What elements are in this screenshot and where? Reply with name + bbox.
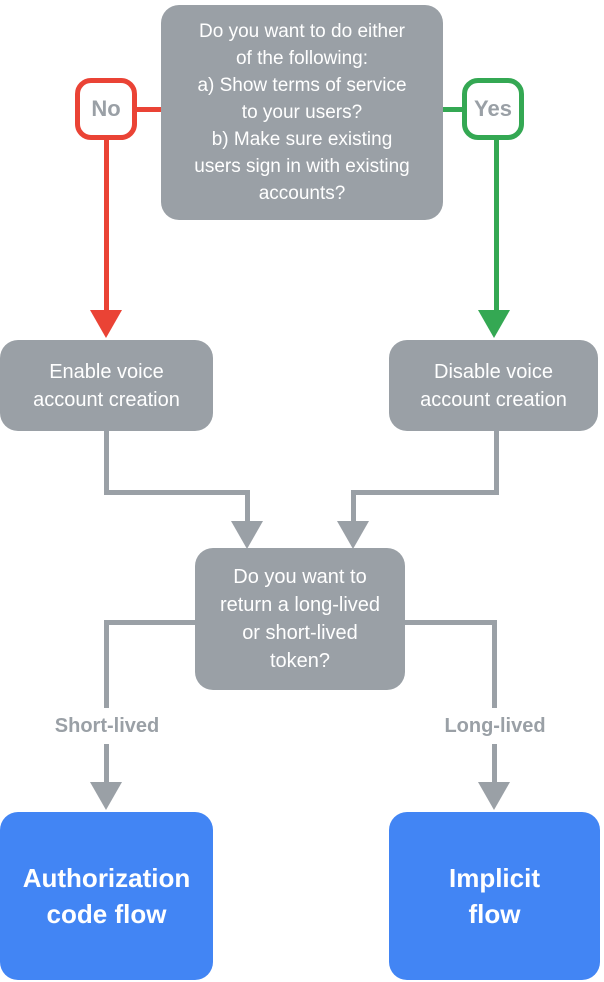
short-branch-vertical bbox=[104, 620, 109, 782]
disable-out-horizontal bbox=[351, 490, 499, 495]
enable-voice-account-node: Enable voice account creation bbox=[0, 340, 213, 431]
yes-connector-vertical bbox=[494, 138, 499, 312]
implicit-flow-node: Implicit flow bbox=[389, 812, 600, 980]
authorization-code-flow-node: Authorization code flow bbox=[0, 812, 213, 980]
enable-out-vertical bbox=[104, 431, 109, 493]
long-lived-label-text: Long-lived bbox=[444, 714, 546, 737]
token-question-node: Do you want to return a long-lived or sh… bbox=[195, 548, 405, 690]
yes-connector-horizontal bbox=[441, 107, 465, 112]
yes-arrowhead-icon bbox=[478, 310, 510, 338]
long-lived-edge-label: Long-lived bbox=[410, 708, 580, 744]
no-connector-horizontal bbox=[135, 107, 163, 112]
enable-in-vertical bbox=[245, 490, 250, 521]
disable-voice-account-text: Disable voice account creation bbox=[420, 360, 567, 411]
answer-no-badge: No bbox=[75, 78, 137, 140]
answer-yes-label: Yes bbox=[474, 96, 512, 121]
start-question-node: Do you want to do either of the followin… bbox=[161, 5, 443, 220]
answer-no-label: No bbox=[91, 96, 121, 121]
authorization-code-flow-text: Authorization code flow bbox=[22, 863, 191, 929]
answer-yes-badge: Yes bbox=[462, 78, 524, 140]
enable-out-horizontal bbox=[104, 490, 250, 495]
short-lived-edge-label: Short-lived bbox=[22, 708, 192, 744]
disable-out-vertical bbox=[494, 431, 499, 493]
long-branch-horizontal bbox=[405, 620, 497, 625]
short-arrowhead-icon bbox=[90, 782, 122, 810]
short-lived-label-text: Short-lived bbox=[54, 714, 160, 737]
implicit-flow-text: Implicit flow bbox=[448, 863, 540, 929]
token-question-text: Do you want to return a long-lived or sh… bbox=[219, 566, 381, 672]
start-question-text: Do you want to do either of the followin… bbox=[194, 21, 410, 204]
disable-voice-account-node: Disable voice account creation bbox=[389, 340, 598, 431]
short-branch-horizontal bbox=[104, 620, 195, 625]
long-arrowhead-icon bbox=[478, 782, 510, 810]
no-connector-vertical bbox=[104, 138, 109, 312]
disable-arrowhead-icon bbox=[337, 521, 369, 549]
long-branch-vertical bbox=[492, 620, 497, 782]
disable-in-vertical bbox=[351, 490, 356, 521]
enable-voice-account-text: Enable voice account creation bbox=[33, 360, 180, 411]
enable-arrowhead-icon bbox=[231, 521, 263, 549]
no-arrowhead-icon bbox=[90, 310, 122, 338]
